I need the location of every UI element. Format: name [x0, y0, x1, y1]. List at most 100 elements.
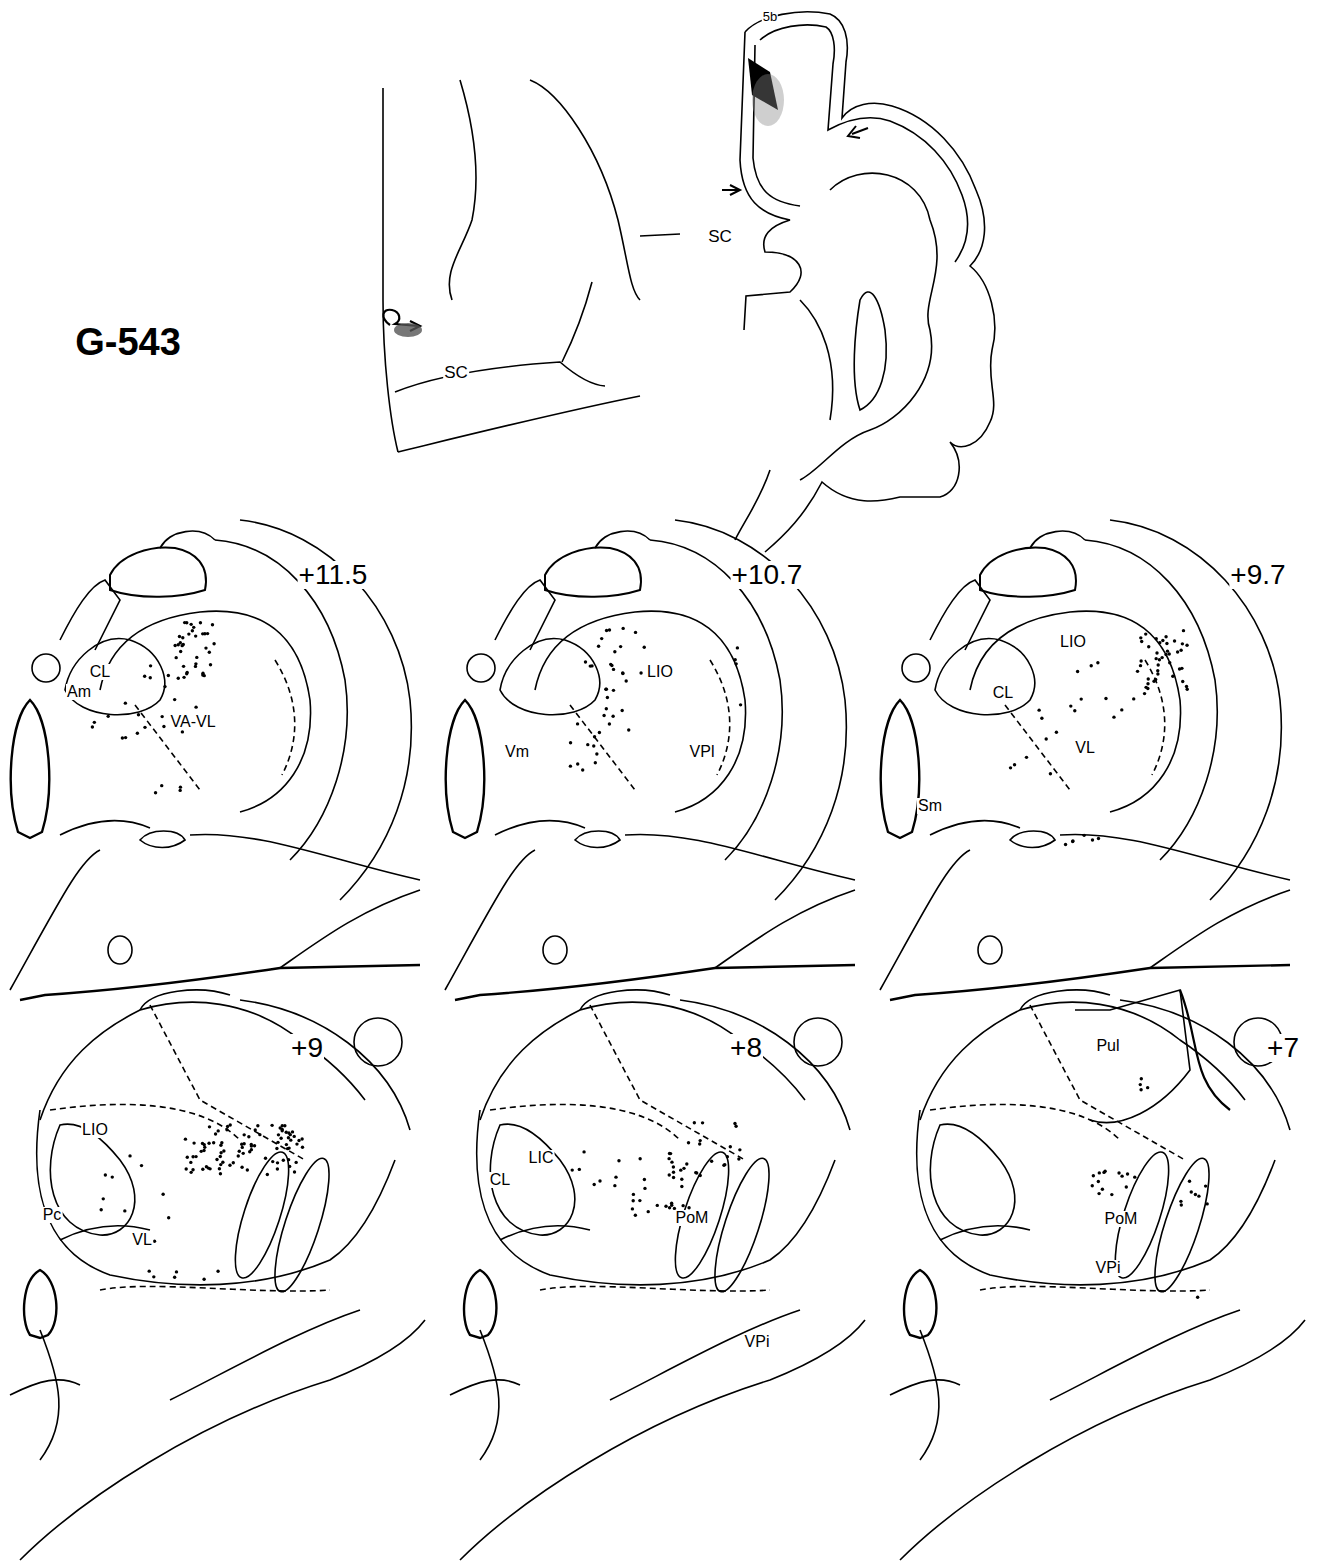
nucleus-label: VPi	[744, 1334, 771, 1350]
labelled-neuron	[1156, 669, 1159, 672]
labelled-neuron	[1140, 1077, 1143, 1080]
labelled-neuron	[602, 714, 605, 717]
labelled-neuron	[179, 785, 182, 788]
labelled-neuron	[1139, 1083, 1142, 1086]
labelled-neuron	[148, 1269, 151, 1272]
labelled-neuron	[241, 1146, 244, 1149]
labelled-neuron	[293, 1170, 296, 1173]
labelled-neuron	[1155, 637, 1158, 640]
labelled-neuron	[185, 671, 188, 674]
labelled-neuron	[160, 715, 163, 718]
labelled-neuron	[175, 1270, 178, 1273]
labelled-neuron	[679, 1168, 682, 1171]
labelled-neuron	[621, 672, 624, 675]
labelled-neuron	[143, 726, 146, 729]
labelled-neuron	[301, 1145, 304, 1148]
labelled-neuron	[1155, 651, 1158, 654]
section-level: +8	[729, 1034, 763, 1062]
labelled-neuron	[598, 731, 601, 734]
labelled-neuron	[1176, 650, 1179, 653]
labelled-neuron	[631, 1199, 634, 1202]
area-label: 5b	[762, 10, 778, 23]
labelled-neuron	[581, 768, 584, 771]
nucleus-label: CL	[489, 1172, 511, 1188]
labelled-neuron	[162, 725, 165, 728]
nucleus-label: LIO	[1059, 634, 1087, 650]
labelled-neuron	[687, 1206, 690, 1209]
labelled-neuron	[643, 1178, 646, 1181]
labelled-neuron	[680, 1177, 683, 1180]
labelled-neuron	[737, 1157, 740, 1160]
labelled-neuron	[592, 744, 595, 747]
labelled-neuron	[254, 1128, 257, 1131]
labelled-neuron	[173, 644, 176, 647]
labelled-neuron	[207, 1142, 210, 1145]
labelled-neuron	[208, 1167, 211, 1170]
brain-outline	[752, 74, 784, 126]
labelled-neuron	[295, 1142, 298, 1145]
labelled-neuron	[191, 1155, 194, 1158]
labelled-neuron	[605, 687, 608, 690]
labelled-neuron	[1082, 834, 1085, 837]
labelled-neuron	[194, 1155, 197, 1158]
brain-outline	[745, 12, 995, 552]
labelled-neuron	[1140, 640, 1143, 643]
labelled-neuron	[584, 660, 587, 663]
labelled-neuron	[288, 1165, 291, 1168]
labelled-neuron	[667, 1157, 670, 1160]
labelled-neuron	[250, 1144, 253, 1147]
labelled-neuron	[140, 1164, 143, 1167]
labelled-neuron	[617, 1159, 620, 1162]
labelled-neuron	[212, 1141, 215, 1144]
labelled-neuron	[1196, 1296, 1199, 1299]
labelled-neuron	[219, 1151, 222, 1154]
labelled-neuron	[221, 1160, 224, 1163]
labelled-neuron	[1073, 709, 1076, 712]
labelled-neuron	[294, 1161, 297, 1164]
labelled-neuron	[111, 1175, 114, 1178]
labelled-neuron	[173, 1276, 176, 1279]
brain-outline	[449, 80, 476, 300]
labelled-neuron	[177, 643, 180, 646]
section-level: +9	[290, 1034, 324, 1062]
labelled-neuron	[287, 1158, 290, 1161]
labelled-neuron	[266, 1173, 269, 1176]
labelled-neuron	[726, 1155, 729, 1158]
labelled-neuron	[128, 1154, 131, 1157]
labelled-neuron	[1181, 642, 1184, 645]
labelled-neuron	[1132, 697, 1135, 700]
labelled-neuron	[608, 722, 611, 725]
labelled-neuron	[246, 1168, 249, 1171]
labelled-neuron	[184, 1167, 187, 1170]
labelled-neuron	[693, 1121, 696, 1124]
labelled-neuron	[189, 1161, 192, 1164]
labelled-neuron	[1090, 664, 1093, 667]
labelled-neuron	[173, 698, 176, 701]
brain-outline	[445, 520, 855, 1000]
labelled-neuron	[215, 1158, 218, 1161]
labelled-neuron	[137, 713, 140, 716]
labelled-neuron	[1098, 1171, 1101, 1174]
labelled-neuron	[598, 1179, 601, 1182]
section-level: +11.5	[298, 561, 369, 589]
labelled-neuron	[1097, 837, 1100, 840]
labelled-neuron	[1117, 1171, 1120, 1174]
labelled-neuron	[582, 1150, 585, 1153]
labelled-neuron	[1144, 632, 1147, 635]
labelled-neuron	[203, 632, 206, 635]
labelled-neuron	[1037, 708, 1040, 711]
labelled-neuron	[219, 1155, 222, 1158]
labelled-neuron	[593, 735, 596, 738]
labelled-neuron	[1104, 697, 1107, 700]
brain-outline	[450, 990, 865, 1560]
labelled-neuron	[669, 1152, 672, 1155]
labelled-neuron	[1156, 663, 1159, 666]
nucleus-label: VL	[131, 1232, 153, 1248]
labelled-neuron	[1197, 1194, 1200, 1197]
labelled-neuron	[212, 642, 215, 645]
labelled-neuron	[1185, 688, 1188, 691]
labelled-neuron	[1055, 731, 1058, 734]
labelled-neuron	[734, 658, 737, 661]
labelled-neuron	[228, 1164, 231, 1167]
labelled-neuron	[1126, 1172, 1129, 1175]
